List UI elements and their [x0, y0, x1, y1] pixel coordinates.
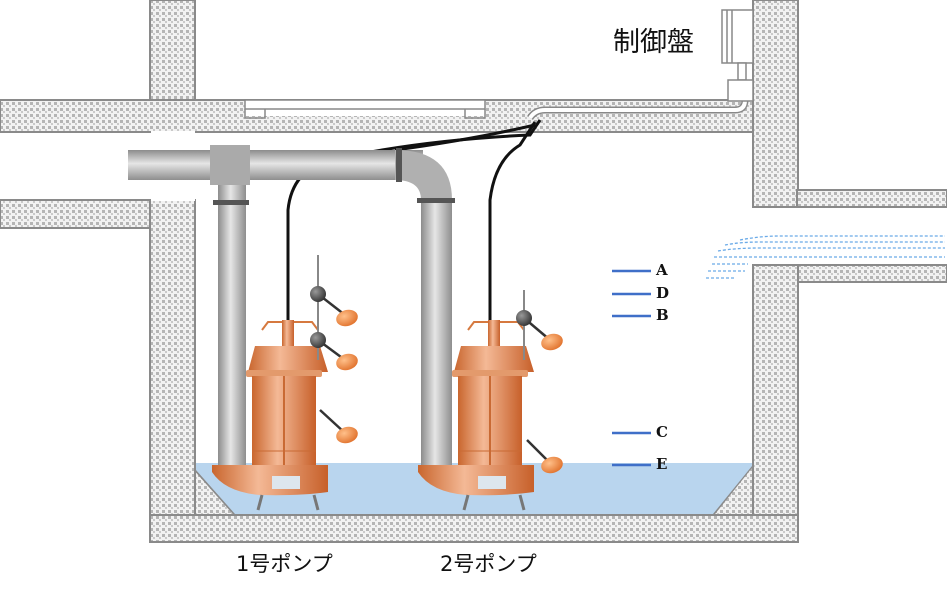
- pump2-label: 2号ポンプ: [440, 552, 537, 576]
- level-label-c: C: [656, 423, 668, 441]
- control-panel: [721, 9, 754, 102]
- level-label-d: D: [656, 284, 670, 302]
- level-label-b: B: [656, 306, 669, 324]
- control-panel-label: 制御盤: [613, 27, 694, 58]
- level-label-e: E: [656, 455, 668, 473]
- discharge-pipes: [128, 145, 455, 468]
- level-label-a: A: [656, 261, 668, 279]
- level-lines: [612, 269, 651, 467]
- pump1-label: 1号ポンプ: [236, 552, 333, 576]
- inflow-water: [706, 235, 945, 279]
- float-switches: [310, 255, 563, 474]
- pump-1: [212, 320, 328, 511]
- manhole: [244, 99, 486, 119]
